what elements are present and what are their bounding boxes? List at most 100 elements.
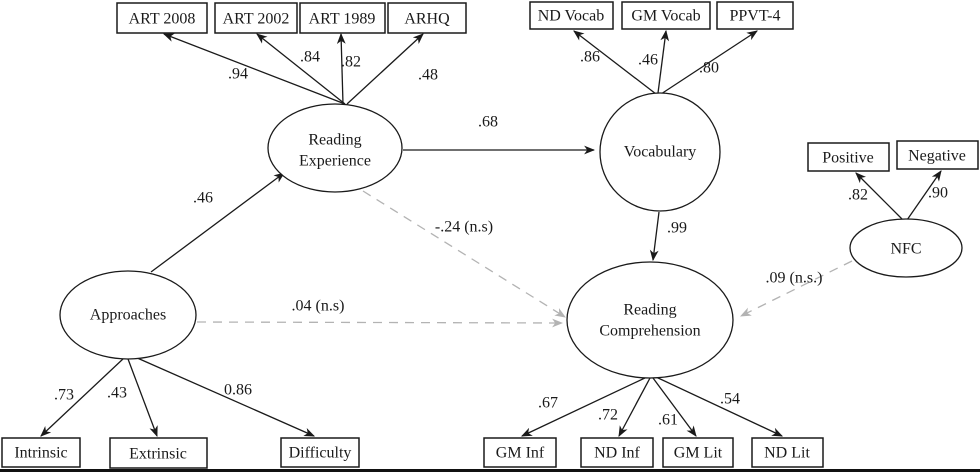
arhq-label: ARHQ <box>404 11 450 28</box>
arrow-rc-nd-inf <box>618 377 651 437</box>
loading-app-extrinsic: .43 <box>107 385 127 402</box>
observed-difficulty: Difficulty <box>280 437 360 468</box>
difficulty-box <box>280 437 360 468</box>
loading-voc-ppvt-4: .80 <box>699 60 719 77</box>
gm-lit-box <box>662 437 734 468</box>
arrow-approaches-re <box>150 172 285 273</box>
nd-lit-label: ND Lit <box>764 445 810 462</box>
gm-vocab-box <box>621 1 711 30</box>
loading-rc-nd-lit: .54 <box>720 391 740 408</box>
observed-arhq: ARHQ <box>387 2 467 34</box>
vocabulary-label: Vocabulary <box>624 144 697 161</box>
negative-label: Negative <box>908 148 966 165</box>
art-2002-label: ART 2002 <box>223 11 290 28</box>
extrinsic-box <box>109 437 208 469</box>
latent-reading-experience: Reading Experience <box>267 103 403 193</box>
path-approaches-rc-ns: .04 (n.s) <box>292 298 345 315</box>
arrow-re-art-2008 <box>162 33 346 105</box>
ppvt-4-label: PPVT-4 <box>730 8 781 25</box>
gm-vocab-label: GM Vocab <box>631 8 700 25</box>
gm-inf-box <box>483 437 557 468</box>
approaches-label: Approaches <box>90 307 166 324</box>
loading-nfc-positive: .82 <box>848 187 868 204</box>
reading-comprehension-label-line2: Comprehension <box>599 323 700 340</box>
arrow-nfc-positive <box>855 172 904 221</box>
observed-art-2008: ART 2008 <box>116 2 208 34</box>
arrow-app-intrinsic <box>40 357 125 437</box>
nd-vocab-box <box>529 1 614 30</box>
nd-vocab-label: ND Vocab <box>538 8 605 25</box>
observed-nd-inf: ND Inf <box>580 437 654 468</box>
nd-inf-label: ND Inf <box>594 445 640 462</box>
observed-nd-vocab: ND Vocab <box>529 1 614 30</box>
nfc-label: NFC <box>890 241 921 258</box>
approaches-ellipse <box>59 270 197 360</box>
observed-art-2002: ART 2002 <box>214 2 298 34</box>
arrow-approaches-rc-ns <box>196 318 564 328</box>
arrow-rc-gm-lit <box>652 377 697 437</box>
art-1989-box <box>299 2 386 34</box>
loading-re-arhq: .48 <box>418 67 438 84</box>
loading-voc-gm-vocab: .46 <box>638 52 658 69</box>
arrow-voc-nd-vocab <box>573 30 657 95</box>
gm-inf-label: GM Inf <box>496 445 545 462</box>
path-nfc-rc-ns: .09 (n.s.) <box>766 270 823 287</box>
arrow-vocabulary-rc <box>649 211 660 262</box>
arrow-re-art-1989 <box>336 32 346 105</box>
arrow-re-art-2002 <box>256 33 346 105</box>
observed-extrinsic: Extrinsic <box>109 437 208 469</box>
arrow-app-difficulty <box>134 356 316 437</box>
path-re-rc-ns: -.24 (n.s) <box>435 219 493 236</box>
extrinsic-label: Extrinsic <box>129 446 187 463</box>
intrinsic-label: Intrinsic <box>14 445 67 462</box>
arrow-voc-gm-vocab <box>657 29 670 94</box>
reading-comprehension-ellipse <box>566 261 734 379</box>
structural-arrows <box>150 145 853 328</box>
latent-reading-comprehension: Reading Comprehension <box>566 261 734 379</box>
art-1989-label: ART 1989 <box>309 11 376 28</box>
art-2008-label: ART 2008 <box>129 11 196 28</box>
observed-art-1989: ART 1989 <box>299 2 386 34</box>
loading-app-difficulty: 0.86 <box>224 382 252 399</box>
observed-gm-inf: GM Inf <box>483 437 557 468</box>
arrow-re-rc-ns <box>362 190 566 318</box>
arrow-rc-gm-inf <box>521 376 648 437</box>
art-2008-box <box>116 2 208 34</box>
path-vocabulary-rc: .99 <box>667 220 687 237</box>
arrow-re-arhq <box>346 33 424 105</box>
loading-labels: .94 .84 .82 .48 .86 .46 .80 .82 .90 .73 … <box>54 49 948 429</box>
negative-box <box>896 140 979 170</box>
nfc-ellipse <box>849 218 963 278</box>
loading-nfc-negative: .90 <box>928 185 948 202</box>
observed-positive: Positive <box>807 142 890 172</box>
reading-comprehension-label-line1: Reading <box>623 302 676 319</box>
observed-intrinsic: Intrinsic <box>1 437 81 468</box>
loading-rc-gm-inf: .67 <box>538 395 558 412</box>
path-labels: .46 .68 .99 -.24 (n.s) .04 (n.s) .09 (n.… <box>193 114 822 315</box>
latent-nfc: NFC <box>849 218 963 278</box>
art-2002-box <box>214 2 298 34</box>
path-re-vocabulary: .68 <box>478 114 498 131</box>
loading-re-art-1989: .82 <box>341 54 361 71</box>
loading-re-art-2008: .94 <box>228 66 248 83</box>
observed-gm-vocab: GM Vocab <box>621 1 711 30</box>
ppvt-4-box <box>716 1 794 30</box>
latent-vocabulary: Vocabulary <box>599 92 721 212</box>
arhq-box <box>387 2 467 34</box>
path-approaches-re: .46 <box>193 190 213 207</box>
arrow-app-extrinsic <box>127 358 158 438</box>
gm-lit-label: GM Lit <box>674 445 723 462</box>
nd-lit-box <box>751 437 824 468</box>
reading-experience-label-line2: Experience <box>299 153 371 170</box>
measurement-arrows <box>40 29 942 438</box>
difficulty-label: Difficulty <box>289 445 352 462</box>
nd-inf-box <box>580 437 654 468</box>
latent-approaches: Approaches <box>59 270 197 360</box>
observed-nd-lit: ND Lit <box>751 437 824 468</box>
arrow-nfc-rc-ns <box>740 260 853 317</box>
vocabulary-ellipse <box>599 92 721 212</box>
positive-box <box>807 142 890 172</box>
reading-experience-ellipse <box>267 103 403 193</box>
